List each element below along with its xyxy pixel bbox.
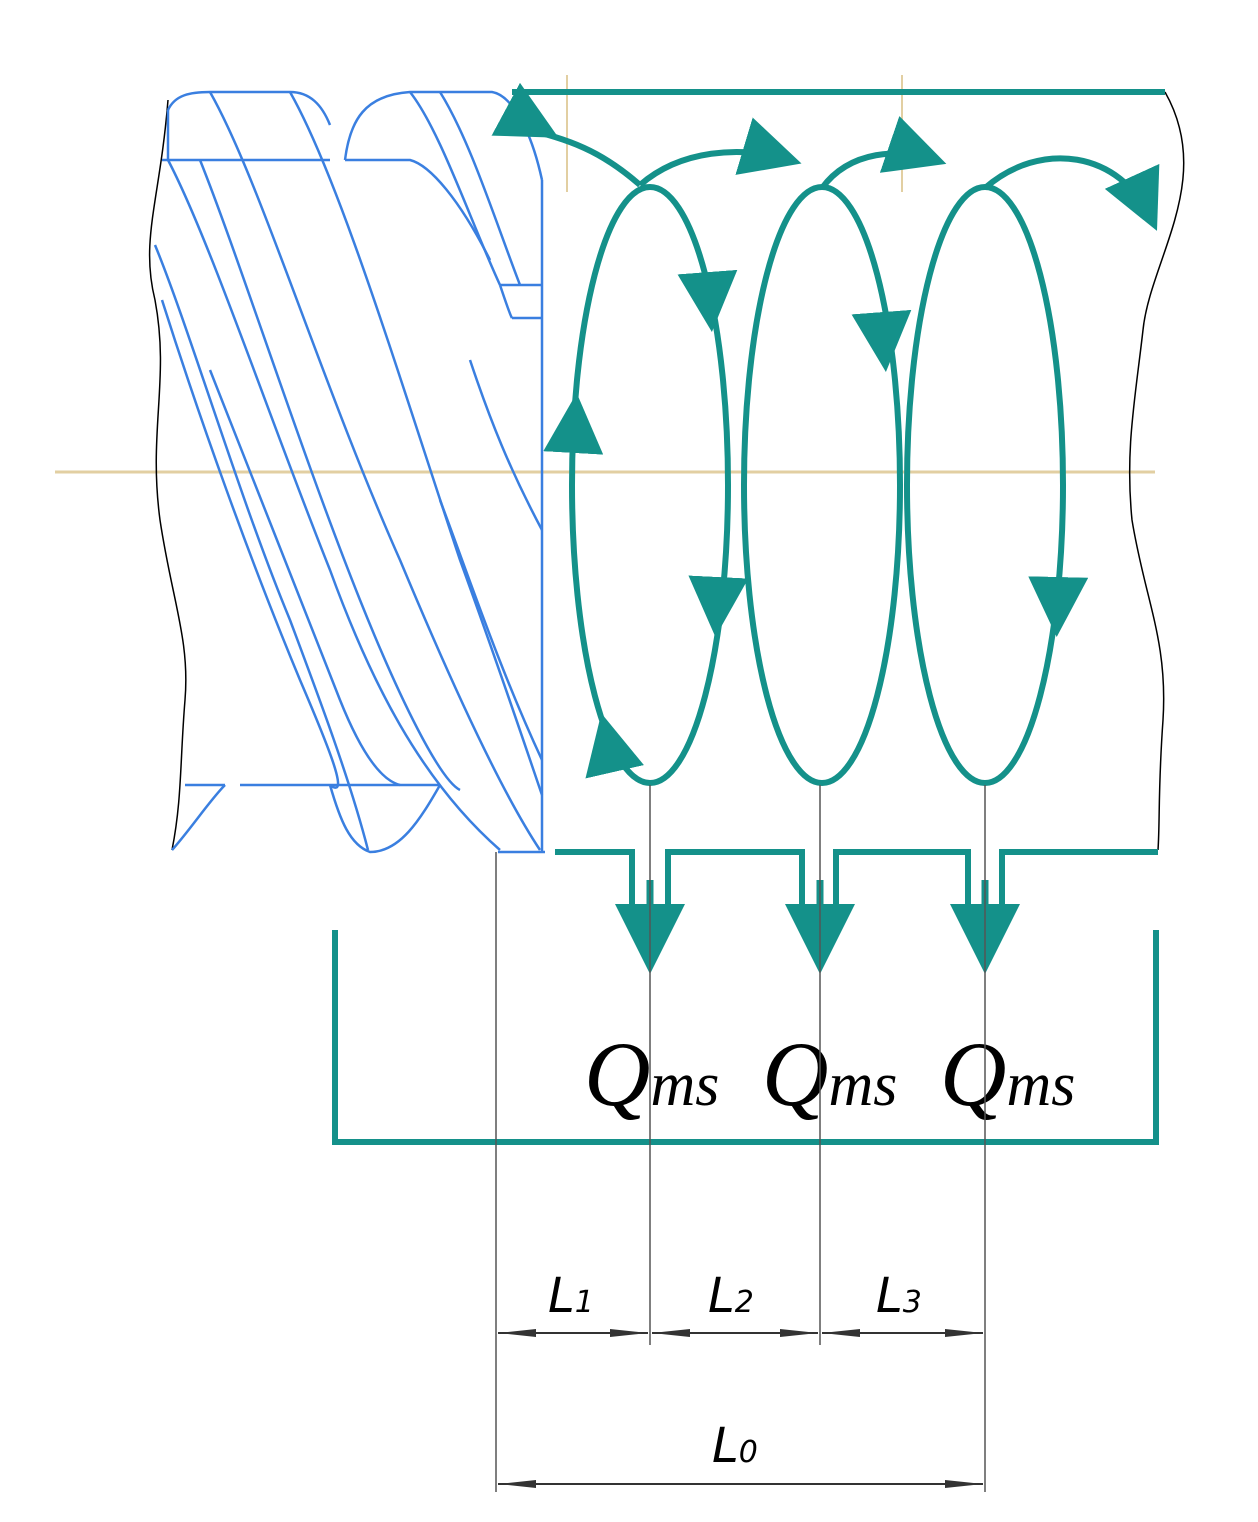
flow-loop-3	[904, 184, 1066, 786]
discharge-label-3-sub: ms	[1006, 1051, 1075, 1119]
inlet-flow-arc	[521, 125, 642, 188]
discharge-label-3-main: Q	[940, 1023, 1006, 1125]
inlet-flow-tip	[491, 82, 559, 138]
dimension-label-l0: L0	[712, 1418, 758, 1474]
left-break-line	[148, 99, 187, 851]
svg-text:Qms: Qms	[584, 1023, 719, 1125]
svg-text:Qms: Qms	[940, 1023, 1075, 1125]
transfer-arc-1	[638, 117, 802, 188]
dimension-label-l0-main: L	[712, 1418, 739, 1474]
extension-lines	[495, 785, 986, 1492]
discharge-label-3: Qms	[940, 1023, 1075, 1125]
outlet-flow-arc	[983, 155, 1160, 231]
dimension-lines	[498, 1329, 983, 1488]
discharge-label-1: Qms	[584, 1023, 719, 1125]
dimension-label-l3-main: L	[876, 1268, 903, 1324]
dimension-label-l2: L2	[708, 1268, 754, 1324]
discharge-label-2-main: Q	[762, 1023, 828, 1125]
discharge-label-2-sub: ms	[828, 1051, 897, 1119]
discharge-label-2: Qms	[762, 1023, 897, 1125]
discharge-label-1-main: Q	[584, 1023, 650, 1125]
svg-text:L2: L2	[708, 1268, 754, 1324]
dimension-label-l1-main: L	[548, 1268, 575, 1324]
svg-text:L3: L3	[876, 1268, 922, 1324]
dimension-label-l3-sub: 3	[903, 1285, 922, 1320]
svg-text:Qms: Qms	[762, 1023, 897, 1125]
loop-direction-arrows	[543, 269, 1089, 779]
dimension-label-l2-main: L	[708, 1268, 735, 1324]
right-break-line	[1128, 91, 1185, 851]
svg-text:L1: L1	[548, 1268, 594, 1324]
discharge-label-1-sub: ms	[650, 1051, 719, 1119]
dimension-label-l3: L3	[876, 1268, 922, 1324]
transfer-arc-2	[819, 116, 947, 190]
barrel-outline	[332, 89, 1165, 1145]
circulation-loops	[491, 82, 1160, 786]
flow-loop-1	[569, 184, 731, 786]
flow-loop-2	[741, 184, 903, 786]
svg-text:L0: L0	[712, 1418, 758, 1474]
discharge-arrows	[615, 880, 1020, 974]
dimension-label-l1: L1	[548, 1268, 594, 1324]
dimension-label-l0-sub: 0	[739, 1435, 758, 1470]
dimension-label-l1-sub: 1	[575, 1285, 594, 1320]
dimension-label-l2-sub: 2	[735, 1285, 754, 1320]
